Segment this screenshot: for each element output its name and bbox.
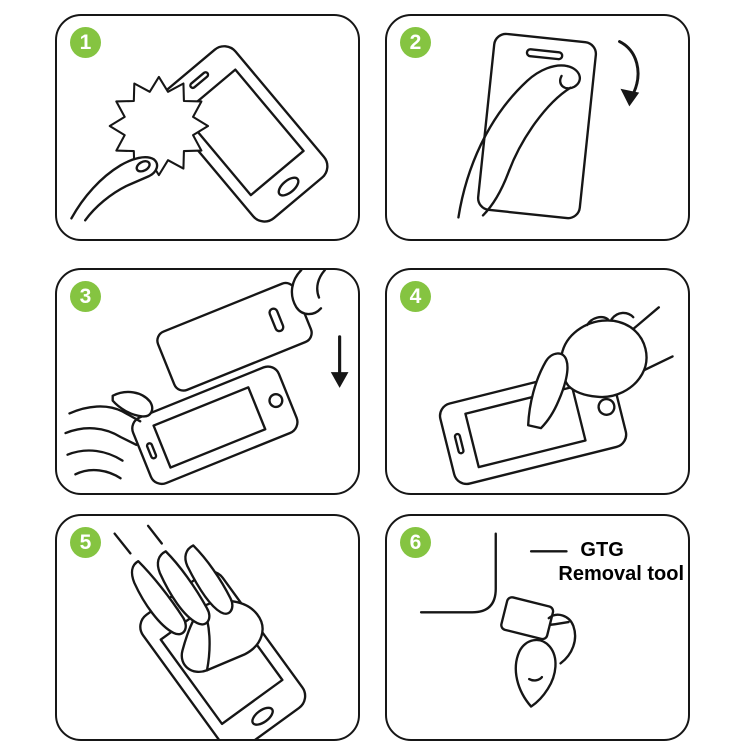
gtg-removal-tool-label: GTG Removal tool (558, 538, 684, 586)
peel-direction-arrow (618, 40, 640, 107)
pressing-hand (526, 306, 674, 430)
step-number-badge: 6 (400, 527, 431, 558)
step-panel-1: 1 (55, 14, 360, 241)
step-panel-3: 3 (55, 268, 360, 495)
step-number-badge: 5 (70, 527, 101, 558)
phone (131, 365, 299, 486)
step-panel-4: 4 (385, 268, 690, 495)
step-2-illustration (457, 32, 640, 220)
peeling-film (457, 64, 582, 219)
step-3-illustration (64, 270, 349, 486)
gripping-fingers (514, 613, 577, 708)
step-number-badge: 3 (70, 281, 101, 312)
step-number-badge: 4 (400, 281, 431, 312)
step-panel-2: 2 (385, 14, 690, 241)
step-4-illustration (438, 306, 674, 486)
phone (160, 45, 329, 223)
removal-tool (500, 596, 555, 641)
tool-label-line1: GTG (580, 539, 624, 561)
step-number-badge: 2 (400, 27, 431, 58)
pressing-fingers (113, 524, 234, 636)
tool-label-line2: Removal tool (558, 563, 684, 585)
step-number-badge: 1 (70, 27, 101, 58)
step-panel-6: 6 GTG Removal tool (385, 514, 690, 741)
step-5-illustration (113, 524, 307, 739)
step-panel-5: 5 (55, 514, 360, 741)
step-6-illustration (419, 532, 577, 708)
holding-hand (64, 390, 154, 480)
screen-protector (476, 32, 598, 220)
down-arrow (330, 335, 349, 388)
cleaning-cloth (108, 75, 210, 177)
pinching-fingers (290, 270, 327, 316)
screen-protector (156, 281, 313, 392)
step-1-illustration (70, 45, 329, 223)
hand (70, 156, 159, 222)
